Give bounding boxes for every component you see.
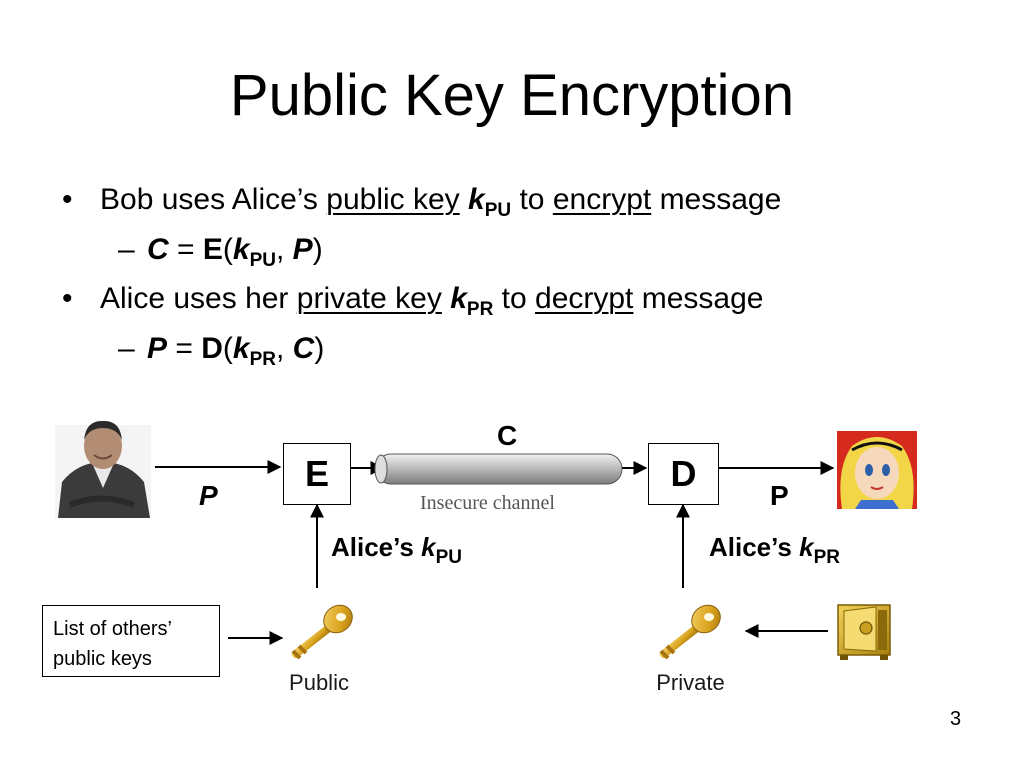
list-box-line: public keys — [53, 648, 152, 670]
insecure-channel-caption: Insecure channel — [420, 492, 555, 514]
encrypt-box: E — [283, 443, 351, 505]
formula-function: E — [202, 233, 223, 266]
key-subscript: PU — [435, 547, 462, 568]
formula-equals: = — [177, 233, 195, 266]
bullet-text: to — [519, 183, 545, 216]
key-variable: k — [468, 183, 485, 216]
list-box-line: List of others’ — [53, 618, 172, 640]
public-key-icon — [291, 604, 353, 660]
term-encrypt: encrypt — [552, 183, 652, 216]
plaintext-in-label: P — [199, 480, 218, 511]
formula-function: D — [201, 332, 223, 365]
decrypt-box: D — [648, 443, 719, 505]
safe-icon — [837, 604, 891, 660]
slide-title: Public Key Encryption — [229, 63, 795, 128]
key-variable: k — [421, 532, 436, 562]
sub-bullet-marker: – — [118, 233, 135, 266]
bullet-text: Bob uses Alice’s — [100, 183, 318, 216]
key-variable: k — [799, 532, 814, 562]
private-key-icon — [659, 604, 721, 660]
formula-key-var: k — [232, 332, 250, 365]
public-key-list-box: List of others’ public keys — [42, 605, 220, 677]
insecure-channel-tube — [374, 453, 623, 485]
ciphertext-label: C — [497, 420, 518, 451]
formula-key-sub: PR — [249, 349, 276, 370]
formula-equals: = — [175, 332, 193, 365]
formula-arg: C — [292, 332, 315, 365]
bullet-marker: • — [62, 183, 73, 216]
bullet-text: message — [659, 183, 782, 216]
formula-lhs: C — [147, 233, 169, 266]
decryption-key-label: Alice’s kPR — [709, 532, 840, 567]
private-key-caption: Private — [656, 670, 725, 695]
formula-key-var: k — [232, 233, 250, 266]
bullet-marker: • — [62, 282, 73, 315]
key-owner: Alice’s — [331, 532, 414, 562]
bob-portrait — [55, 420, 151, 518]
encryption-key-label: Alice’s kPU — [331, 532, 462, 567]
formula-lhs: P — [147, 332, 168, 365]
alice-portrait — [837, 431, 917, 509]
term-public-key: public key — [326, 183, 460, 216]
term-private-key: private key — [296, 282, 442, 315]
key-subscript: PR — [466, 299, 494, 320]
sub-bullet-marker: – — [118, 332, 135, 365]
key-subscript: PU — [484, 200, 512, 221]
bullet-text: Alice uses her — [100, 282, 289, 315]
key-owner: Alice’s — [709, 532, 792, 562]
slide-number: 3 — [950, 708, 962, 730]
key-subscript: PR — [813, 547, 840, 568]
bullet-text: to — [501, 282, 527, 315]
key-variable: k — [450, 282, 467, 315]
plaintext-out-label: P — [770, 480, 789, 511]
term-decrypt: decrypt — [535, 282, 634, 315]
bullet-text: message — [641, 282, 764, 315]
public-key-caption: Public — [289, 670, 349, 695]
formula-arg: P — [292, 233, 313, 266]
formula-key-sub: PU — [249, 250, 276, 271]
